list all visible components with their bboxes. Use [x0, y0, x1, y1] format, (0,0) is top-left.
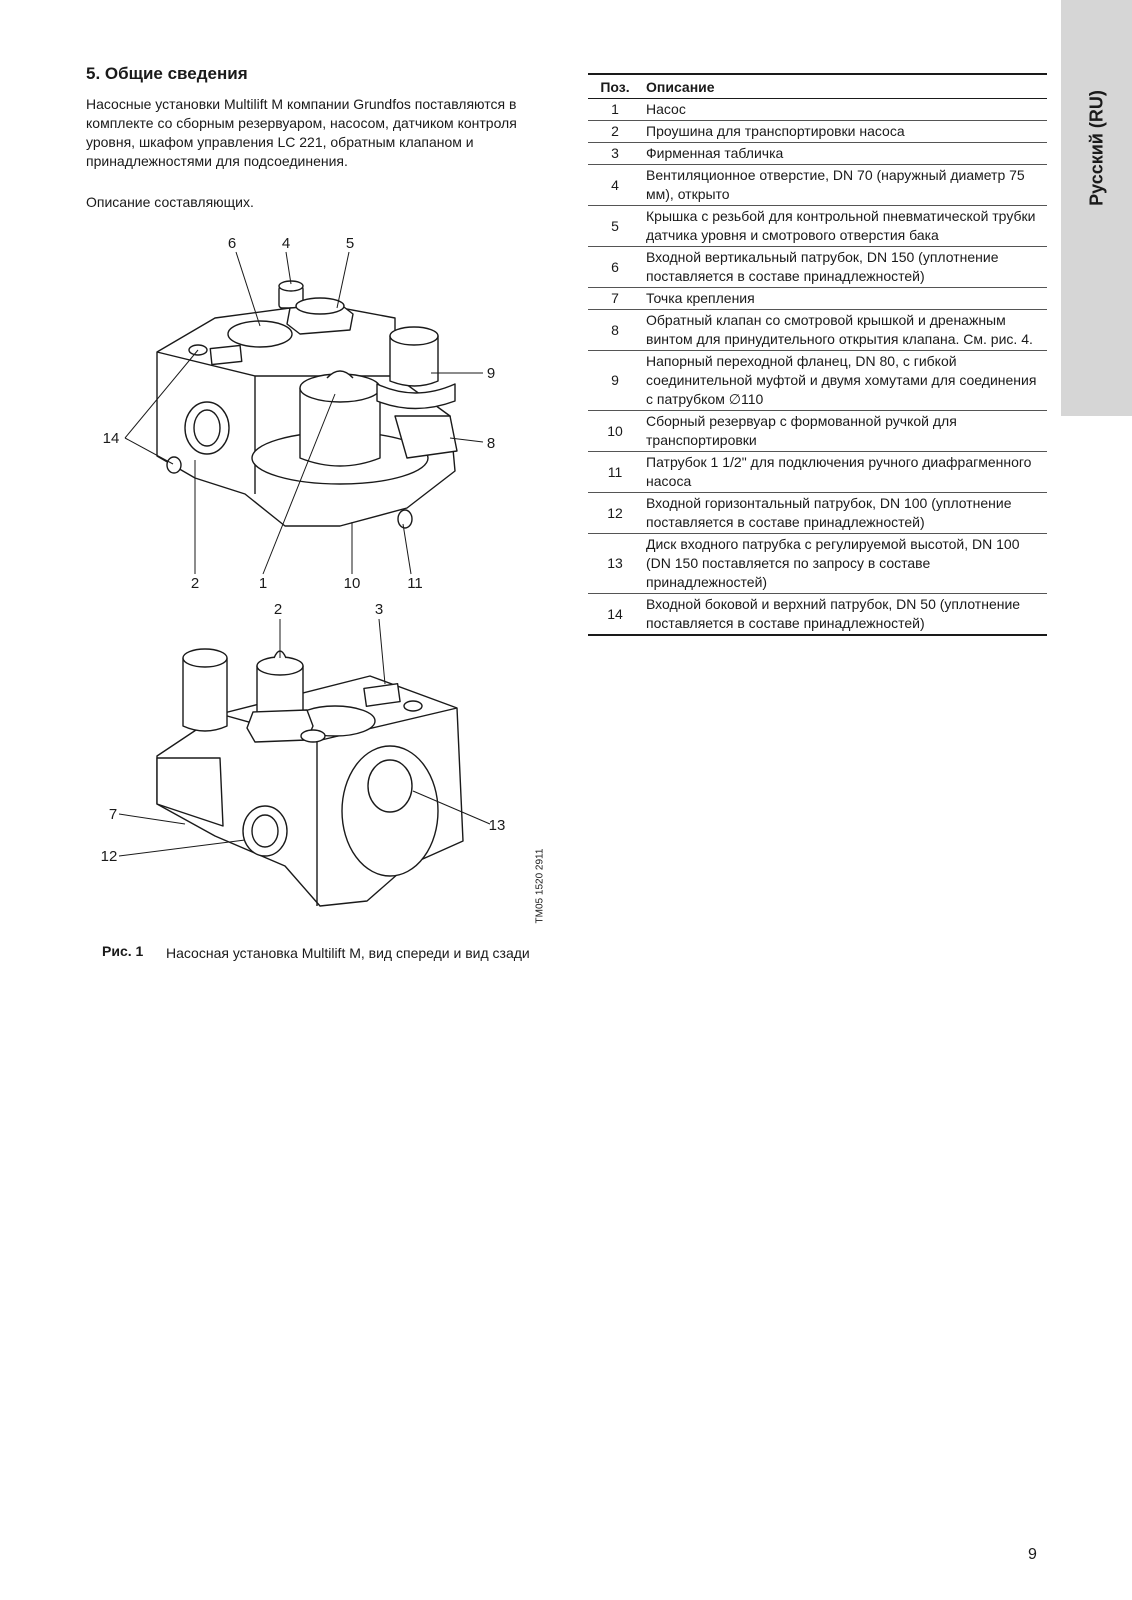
row-desc: Диск входного патрубка с регулируемой вы…: [642, 533, 1047, 594]
callout-12: 12: [101, 848, 118, 865]
pressure-pipe-top: [389, 326, 439, 346]
row-desc: Входной вертикальный патрубок, DN 150 (у…: [642, 246, 1047, 288]
language-tab-label: Русский (RU): [1086, 90, 1107, 206]
row-pos: 7: [588, 287, 642, 310]
callout-9: 9: [487, 365, 495, 382]
table-header-row: Поз. Описание: [588, 74, 1047, 99]
callout-11: 11: [407, 575, 423, 592]
pump-unit-figure: 6 4 5 9 14 8 2 1 10 11 2 3 7 12 13: [95, 226, 565, 936]
row-desc: Входной боковой и верхний патрубок, DN 5…: [642, 593, 1047, 636]
row-pos: 11: [588, 451, 642, 493]
callout-2-front: 2: [191, 575, 199, 592]
top-plate: [209, 344, 243, 366]
callout-8: 8: [487, 435, 495, 452]
side-inlet-dn100-inner: [251, 814, 279, 848]
nameplate: [363, 683, 401, 707]
callout-14: 14: [103, 430, 120, 447]
row-pos: 10: [588, 410, 642, 452]
row-desc: Насос: [642, 98, 1047, 121]
page-number: 9: [1028, 1546, 1037, 1563]
row-desc: Проушина для транспортировки насоса: [642, 120, 1047, 143]
figure-caption-text: Насосная установка Multilift M, вид спер…: [166, 945, 530, 961]
screw-cover-top: [295, 297, 345, 315]
row-pos: 1: [588, 98, 642, 121]
back-pressure-pipe: [182, 657, 228, 732]
callout-2-back: 2: [274, 601, 282, 618]
row-pos: 8: [588, 309, 642, 351]
row-pos: 13: [588, 533, 642, 594]
intro-paragraph: Насосные установки Multilift M компании …: [86, 96, 517, 169]
side-inlet-small: [166, 456, 182, 474]
non-return-valve: [394, 415, 458, 459]
callout-13: 13: [489, 817, 506, 834]
row-pos: 9: [588, 350, 642, 411]
callout-5: 5: [346, 235, 354, 252]
row-pos: 12: [588, 492, 642, 534]
figure-code: TM05 1520 2911: [534, 848, 546, 924]
row-desc: Крышка с резьбой для контрольной пневмат…: [642, 205, 1047, 247]
section-title: 5. Общие сведения: [86, 64, 248, 83]
row-desc: Вентиляционное отверстие, DN 70 (наружны…: [642, 164, 1047, 206]
back-eye-top: [256, 656, 304, 676]
back-vent: [300, 729, 326, 743]
back-valve: [156, 757, 224, 827]
pump-top: [299, 373, 381, 403]
row-desc: Входной горизонтальный патрубок, DN 100 …: [642, 492, 1047, 534]
row-pos: 2: [588, 120, 642, 143]
language-tab: [1061, 0, 1132, 416]
pressure-flange: [376, 383, 456, 410]
inlet-disc-inner: [367, 759, 413, 813]
figure-caption-label: Рис. 1: [102, 943, 144, 959]
row-desc: Фирменная табличка: [642, 142, 1047, 165]
back-pressure-pipe-top: [182, 648, 228, 668]
inlet-dn150: [227, 320, 293, 348]
callout-6: 6: [228, 235, 236, 252]
pump-unit-illustration: 6 4 5 9 14 8 2 1 10 11 2 3 7 12 13: [101, 235, 506, 907]
manual-pump-port: [397, 509, 413, 529]
callout-7: 7: [109, 806, 117, 823]
row-desc: Точка крепления: [642, 287, 1047, 310]
side-inlet-inner: [193, 409, 221, 447]
row-desc: Патрубок 1 1/2" для подключения ручного …: [642, 451, 1047, 493]
callout-1: 1: [259, 575, 267, 592]
back-top-small: [403, 700, 423, 712]
row-desc: Сборный резервуар с формованной ручкой д…: [642, 410, 1047, 452]
components-intro: Описание составляющих.: [86, 194, 254, 210]
pressure-pipe: [389, 335, 439, 387]
callout-10: 10: [344, 575, 361, 592]
callout-4: 4: [282, 235, 290, 252]
row-pos: 3: [588, 142, 642, 165]
row-desc: Обратный клапан со смотровой крышкой и д…: [642, 309, 1047, 351]
row-pos: 4: [588, 164, 642, 206]
row-pos: 5: [588, 205, 642, 247]
pump-eye: [326, 370, 354, 379]
row-desc: Напорный переходной фланец, DN 80, с гиб…: [642, 350, 1047, 411]
row-pos: 6: [588, 246, 642, 288]
header-description: Описание: [646, 79, 715, 95]
callout-3: 3: [375, 601, 383, 618]
header-pos: Поз.: [600, 79, 630, 95]
row-pos: 14: [588, 593, 642, 636]
